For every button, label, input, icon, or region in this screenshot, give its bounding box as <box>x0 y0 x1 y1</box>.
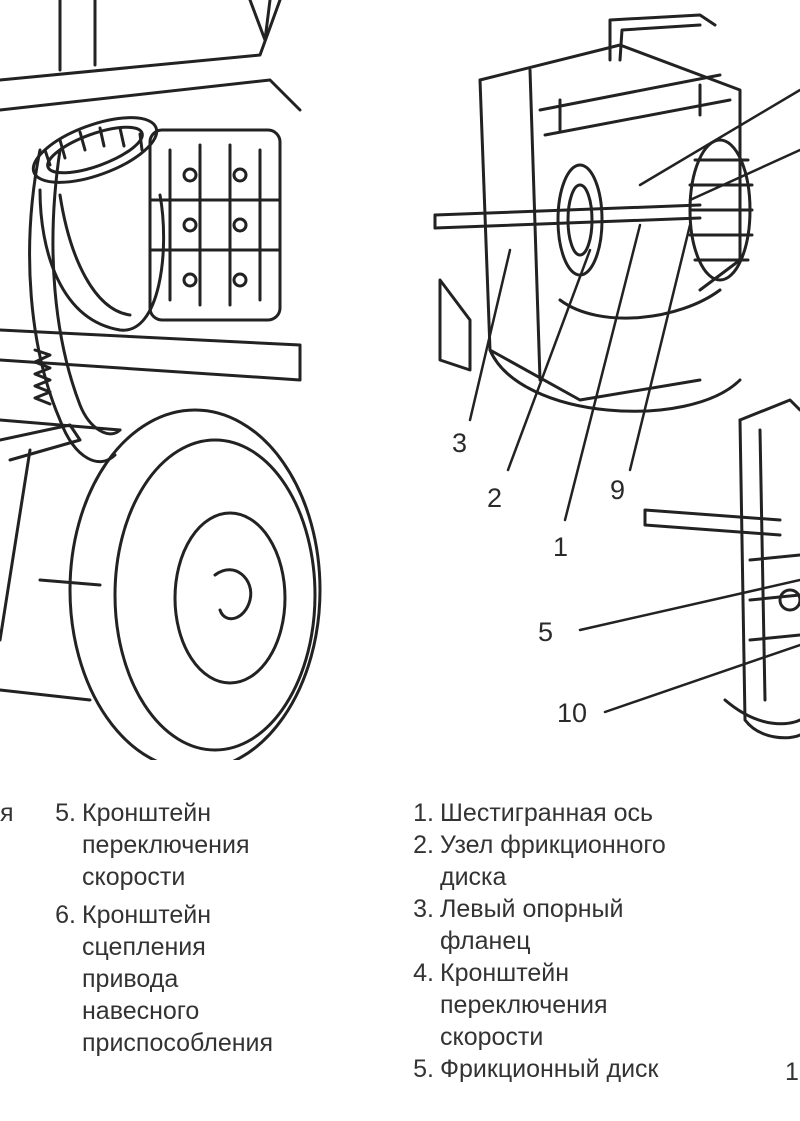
legend-item: 2. Узел фрикционного диска <box>400 829 666 893</box>
left-assembly-drawing <box>0 0 322 760</box>
legend-number: 1. <box>413 799 434 827</box>
legend-text: Фрикционный диск <box>440 1055 659 1083</box>
legend-item: 5. Фрикционный диск <box>400 1053 666 1085</box>
legend-right: 1. Шестигранная ось 2. Узел фрикционного… <box>400 797 666 1085</box>
callout-9: 9 <box>610 475 626 505</box>
legend-item: 4. Кронштейн переключения скорости <box>400 957 666 1053</box>
legend-number: 6. <box>55 901 76 929</box>
legend-text: Кронштейн переключения скорости <box>82 799 250 891</box>
callout-2: 2 <box>487 483 503 513</box>
legend-text: Кронштейн сцепления привода навесного пр… <box>82 901 274 1057</box>
legend-number: 4. <box>413 959 434 987</box>
legend-text: Левый опорный фланец <box>440 895 624 955</box>
machine-illustration <box>0 0 800 760</box>
legend-left: 5. Кронштейн переключения скорости 6. Кр… <box>42 797 273 1059</box>
legend-number: 5. <box>55 799 76 827</box>
legend-number: 3. <box>413 895 434 923</box>
legend-number: 5. <box>413 1055 434 1083</box>
callout-5: 5 <box>538 617 554 647</box>
right-assembly-drawing <box>433 13 800 740</box>
legend-item: 5. Кронштейн переключения скорости <box>42 797 273 893</box>
right-edge-fragment: 1 <box>785 1058 799 1086</box>
callout-10: 10 <box>557 698 588 728</box>
callout-3: 3 <box>452 428 468 458</box>
legend-number: 2. <box>413 831 434 859</box>
legend-text: Узел фрикционного диска <box>440 831 666 891</box>
legend-text: Кронштейн переключения скорости <box>440 959 608 1051</box>
legend-item: 6. Кронштейн сцепления привода навесного… <box>42 899 273 1059</box>
legend-item: 3. Левый опорный фланец <box>400 893 666 957</box>
left-edge-fragment: я <box>0 799 14 827</box>
legend-item: 1. Шестигранная ось <box>400 797 666 829</box>
callout-1: 1 <box>553 532 569 562</box>
legend-text: Шестигранная ось <box>440 799 654 827</box>
